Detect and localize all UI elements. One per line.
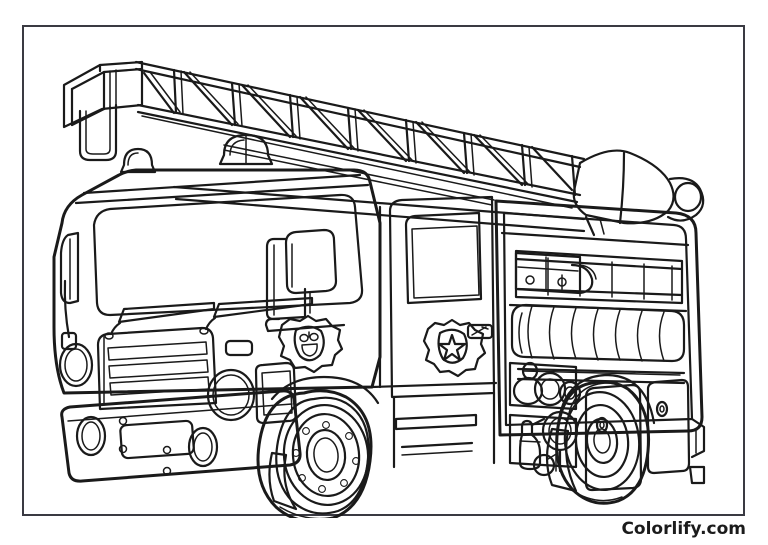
ladder-bottom-chord-inner: [136, 110, 579, 204]
gauge-panel: [514, 251, 597, 295]
cab-outline: [52, 168, 382, 395]
cab: [52, 168, 498, 483]
windshield: [92, 193, 364, 317]
cab-steps: [392, 391, 496, 469]
ladder-pivot-mount: [572, 149, 705, 237]
watermark-colorlify: Colorlify.com: [621, 519, 746, 539]
equipment-body: [494, 199, 706, 492]
ladder-top-chord: [134, 60, 586, 161]
artwork-frame-border: [22, 25, 745, 518]
headlights: [58, 342, 298, 425]
front-bumper: [60, 389, 302, 483]
running-board: [516, 367, 686, 375]
mud-flap-rear: [545, 427, 578, 493]
rear-lower-edge: [690, 417, 706, 459]
ladder-basket-end: [62, 60, 144, 162]
ladder-vertical-posts: [172, 68, 577, 197]
extension-ladder: [62, 60, 705, 237]
cab-lower-skirt: [370, 381, 498, 389]
ladder-bottom-chord: [136, 103, 582, 197]
cab-corner-vent: [59, 231, 80, 305]
ladder-diagonal-bracing: [142, 70, 574, 192]
front-wheel: [256, 375, 380, 518]
body-outline: [494, 199, 704, 437]
hose-reels: [508, 361, 582, 411]
ground-line-front: [279, 506, 343, 518]
rolled-hose-bank: [510, 303, 686, 363]
front-fender-arch: [270, 375, 380, 405]
ground-line-rear: [569, 488, 623, 502]
beacon-light-left: [119, 147, 157, 174]
cab-marker-lamp: [224, 339, 254, 357]
fire-truck-line-art: [52, 60, 706, 518]
cab-door-outline: [388, 195, 496, 399]
body-top-band: [500, 231, 690, 247]
side-mirror: [264, 228, 346, 333]
door-emblem-star: [422, 318, 487, 378]
mud-flap-front: [268, 451, 298, 511]
front-grille: [96, 326, 218, 411]
cab-door-window: [404, 211, 483, 305]
mud-flaps: [268, 427, 578, 511]
ladder-rack: [514, 249, 684, 305]
beacon-light-right: [218, 133, 274, 166]
ladder-top-chord-inner: [134, 67, 582, 169]
door-handle: [466, 323, 494, 340]
antenna: [63, 279, 71, 339]
rear-fender-arch: [556, 373, 656, 427]
beacon-lights: [119, 133, 274, 174]
